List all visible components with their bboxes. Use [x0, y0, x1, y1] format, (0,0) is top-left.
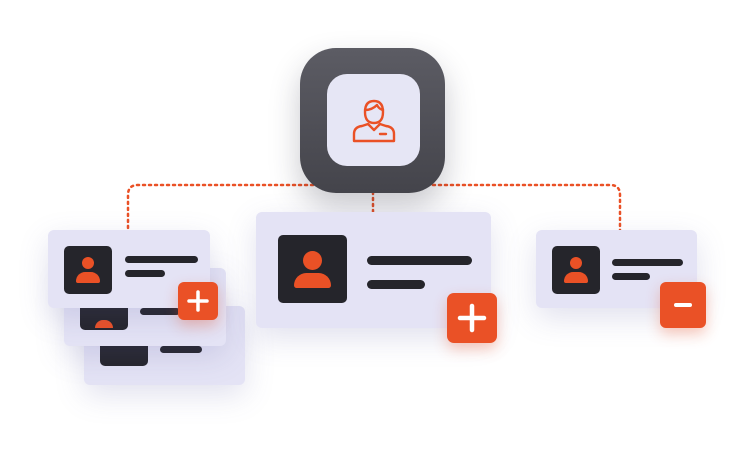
- text-line: [367, 280, 425, 289]
- text-line: [367, 256, 472, 265]
- add-user-button[interactable]: [447, 293, 497, 343]
- user-icon: [64, 246, 112, 294]
- connector-left: [126, 166, 354, 232]
- hub-user-tile: [300, 48, 445, 193]
- text-line: [612, 273, 650, 280]
- text-line: [612, 259, 683, 266]
- user-icon: [552, 246, 600, 294]
- text-line: [140, 308, 180, 315]
- text-line: [160, 346, 202, 353]
- plus-icon: [457, 303, 487, 333]
- user-outline-icon: [352, 99, 396, 143]
- user-icon: [278, 235, 347, 303]
- minus-icon: [674, 303, 692, 307]
- connector-right: [392, 166, 622, 232]
- user-card-center[interactable]: [256, 212, 491, 328]
- text-line: [125, 270, 165, 277]
- add-user-button[interactable]: [178, 282, 218, 320]
- remove-user-button[interactable]: [660, 282, 706, 328]
- user-card-left[interactable]: [48, 230, 210, 308]
- plus-icon: [187, 290, 209, 312]
- text-line: [125, 256, 198, 263]
